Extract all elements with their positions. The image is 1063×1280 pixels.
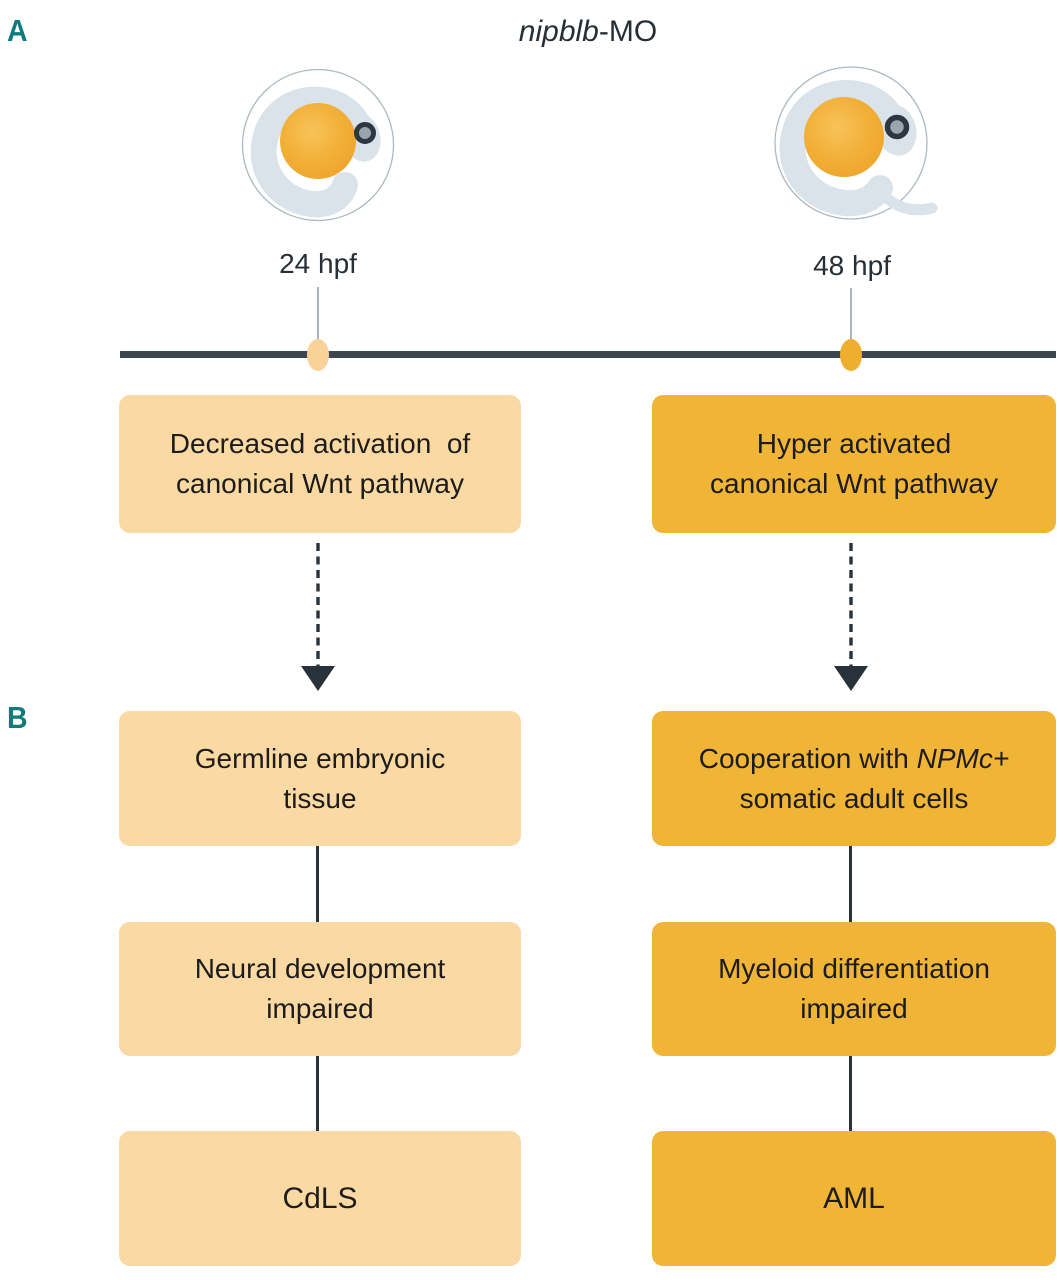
- box-text-line: CdLS: [282, 1181, 358, 1215]
- box-aml: AML: [652, 1131, 1056, 1266]
- panel-label-a: A: [7, 13, 28, 48]
- box-text-line: impaired: [266, 993, 374, 1024]
- box-text-line: impaired: [800, 993, 908, 1024]
- title-gene-name: nipblb: [518, 15, 599, 48]
- embryo-48hpf-illustration: [774, 66, 938, 220]
- dashed-arrow-right: [834, 543, 868, 691]
- drop-line-48hpf: [850, 288, 852, 341]
- box-neural-development-impaired: Neural development impaired: [119, 922, 521, 1056]
- timeline-bar: [120, 351, 1056, 358]
- box-text-line: Hyper activated: [756, 428, 952, 459]
- timepoint-label-24hpf: 24 hpf: [279, 248, 357, 279]
- box-text-prefix: Cooperation with: [698, 742, 917, 774]
- connector-line-right-2: [849, 1056, 852, 1131]
- box-text-line: canonical Wnt pathway: [710, 468, 998, 499]
- box-text-line: canonical Wnt pathway: [176, 468, 464, 499]
- box-text-line: somatic adult cells: [739, 782, 969, 814]
- connector-line-right-1: [849, 846, 852, 922]
- timeline-dot-48hpf: [840, 339, 862, 371]
- box-text-line: Myeloid differentiation: [718, 953, 990, 984]
- box-text-line: Germline embryonic: [194, 742, 446, 774]
- panel-label-b: B: [7, 700, 28, 735]
- box-text-line: AML: [823, 1181, 885, 1215]
- box-text-line: Neural development: [194, 953, 446, 984]
- box-text-line: Cooperation with NPMc+: [699, 739, 1009, 779]
- box-text-line: Decreased activation of: [169, 428, 471, 459]
- connector-line-left-1: [316, 846, 319, 922]
- connector-line-left-2: [316, 1056, 319, 1131]
- box-decreased-activation: Decreased activation of canonical Wnt pa…: [119, 395, 521, 533]
- figure-title: nipblb-MO: [519, 15, 657, 49]
- embryo-24hpf-illustration: [241, 68, 395, 222]
- box-text-npmc: NPMc+: [916, 742, 1010, 774]
- box-germline-embryonic-tissue: Germline embryonic tissue: [119, 711, 521, 846]
- box-cdls: CdLS: [119, 1131, 521, 1266]
- timeline-dot-24hpf: [307, 339, 329, 371]
- box-cooperation-npmc: Cooperation with NPMc+ somatic adult cel…: [652, 711, 1056, 846]
- box-myeloid-differentiation-impaired: Myeloid differentiation impaired: [652, 922, 1056, 1056]
- box-text-line: tissue: [283, 782, 357, 814]
- title-suffix: -MO: [598, 15, 658, 48]
- box-hyper-activated: Hyper activated canonical Wnt pathway: [652, 395, 1056, 533]
- dashed-arrow-left: [301, 543, 335, 691]
- drop-line-24hpf: [317, 287, 319, 341]
- timepoint-label-48hpf: 48 hpf: [813, 250, 891, 281]
